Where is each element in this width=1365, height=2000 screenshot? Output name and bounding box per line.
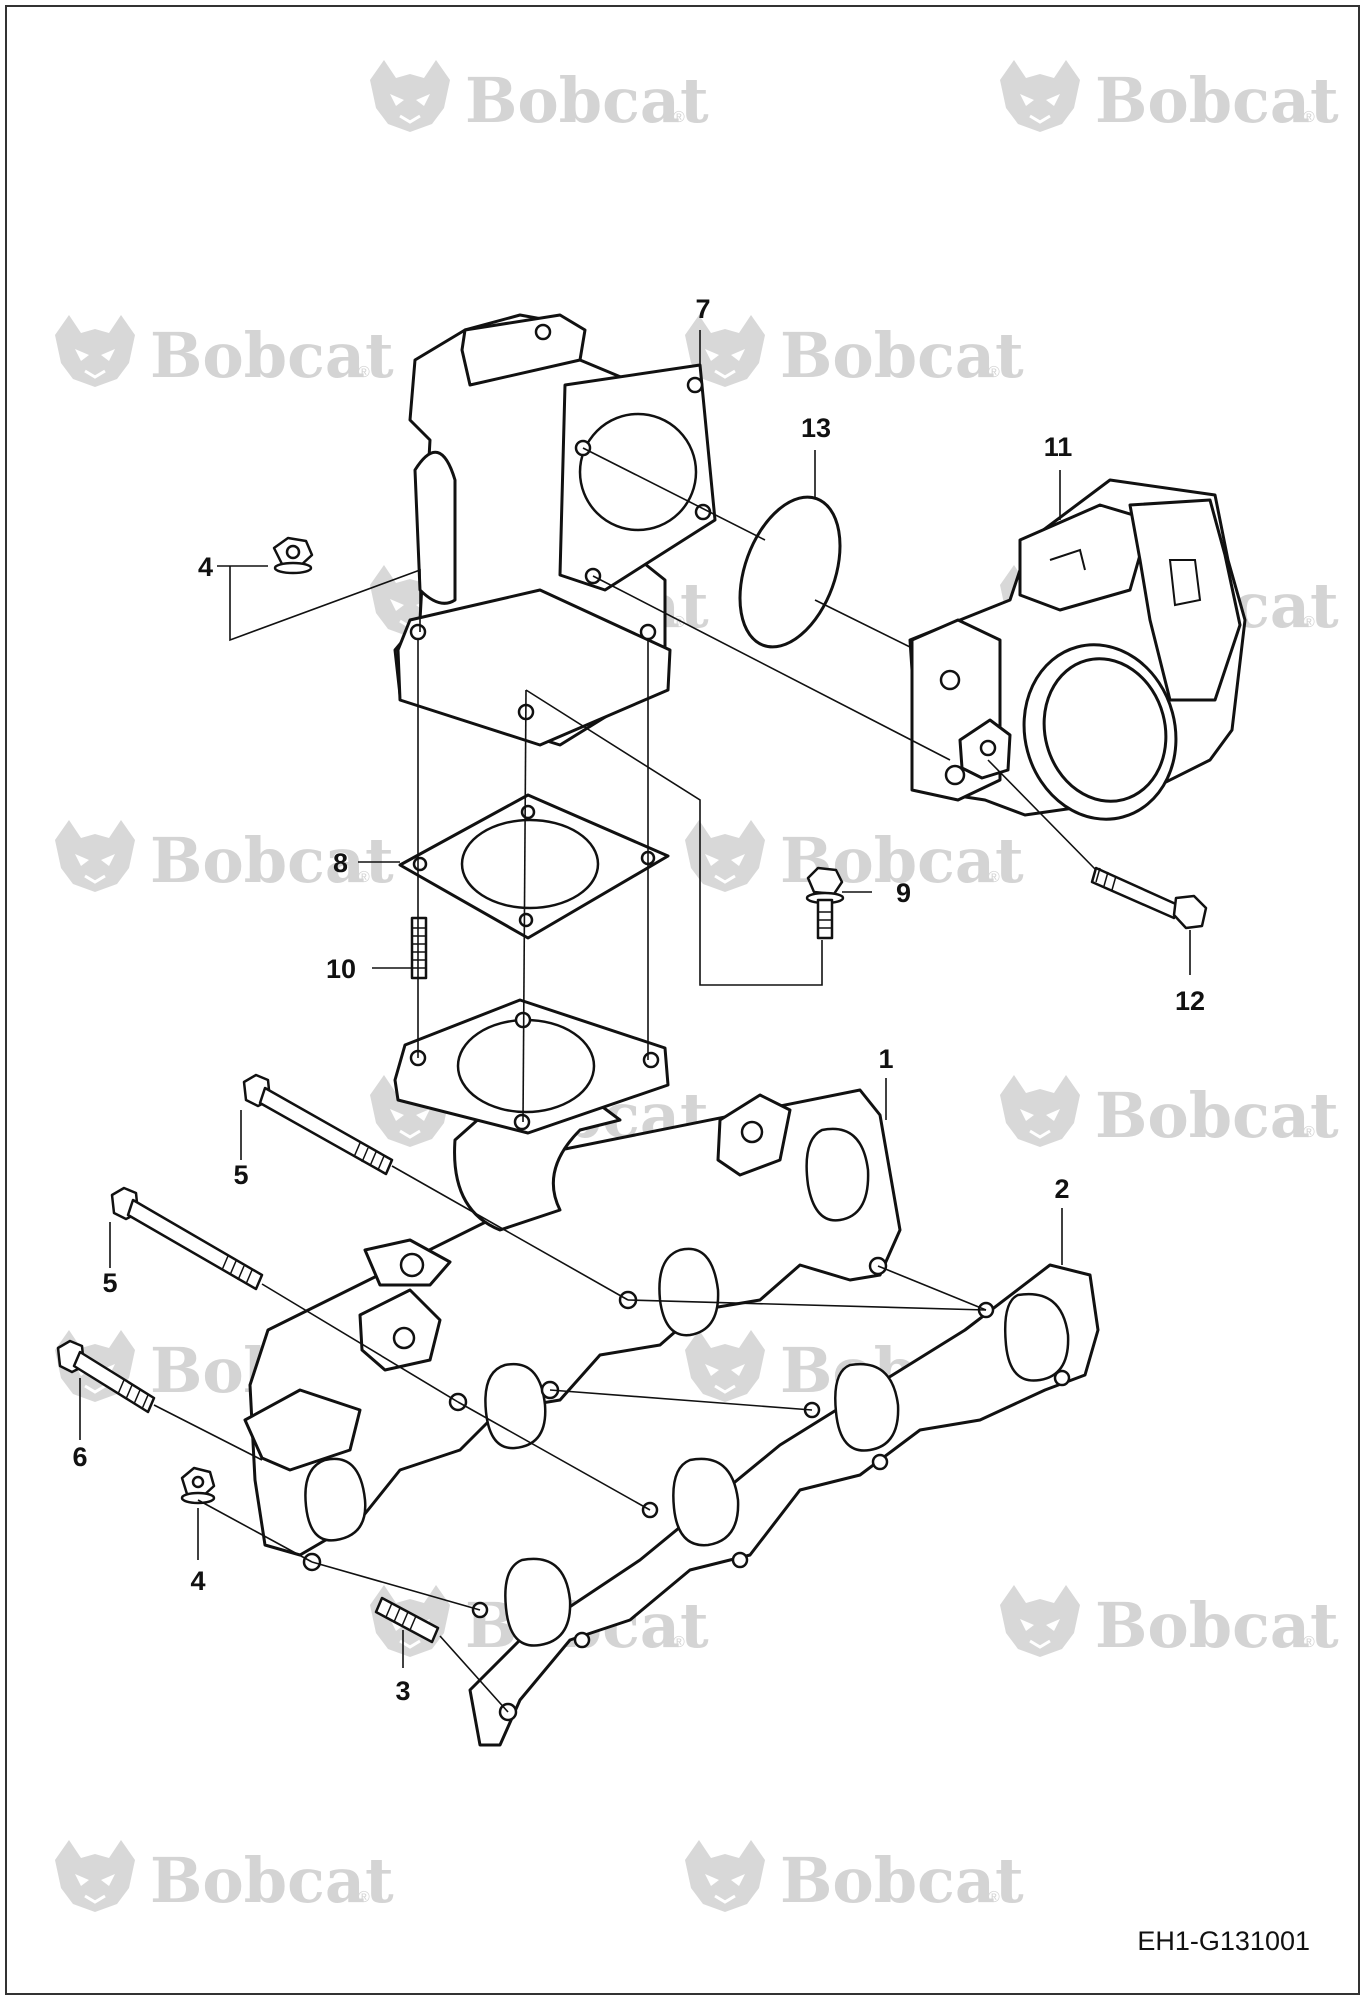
bobcat-logo-icon xyxy=(53,1838,137,1914)
watermark-brand: Bobcat xyxy=(150,824,394,897)
elbow-housing xyxy=(393,313,717,747)
drawing-id: EH1-G131001 xyxy=(1137,1926,1310,1956)
callout-nut-lower[interactable]: 4 xyxy=(190,1566,205,1596)
watermark-mark: ® xyxy=(673,109,685,126)
watermark: Bobcat® xyxy=(998,1073,1339,1152)
callouts: 4 7 13 11 8 9 10 12 1 2 5 5 6 4 3 xyxy=(72,294,1205,1706)
watermark: Bobcat® xyxy=(683,313,1024,392)
bobcat-logo-icon xyxy=(683,818,767,894)
callout-intake-manifold[interactable]: 1 xyxy=(878,1044,893,1074)
callout-leaders xyxy=(79,330,1191,1668)
throttle-body xyxy=(908,478,1247,821)
watermark: Bobcat® xyxy=(683,818,1024,897)
frame-border xyxy=(5,5,1360,1995)
bobcat-logo-icon xyxy=(53,818,137,894)
nut-lower xyxy=(180,1466,216,1505)
callout-bolt-upper[interactable]: 5 xyxy=(233,1160,248,1190)
flange-bolt xyxy=(805,866,845,940)
watermark-mark: ® xyxy=(1303,1634,1315,1651)
watermark-mark: ® xyxy=(358,1889,370,1906)
manifold-gasket xyxy=(468,1263,1100,1747)
watermark-mark: ® xyxy=(1303,109,1315,126)
stud-bolt-upper xyxy=(410,916,428,980)
watermark: Bobcat® xyxy=(998,1583,1339,1662)
callout-stud-bolt-lower[interactable]: 3 xyxy=(395,1676,410,1706)
watermark-brand: Bobcat xyxy=(1095,64,1339,137)
assembly-lines xyxy=(153,447,1097,1713)
bolt-lower xyxy=(56,1339,156,1414)
watermark-mark: ® xyxy=(988,364,1000,381)
watermark-brand: Bobcat xyxy=(150,319,394,392)
bobcat-logo-icon xyxy=(53,313,137,389)
watermark-mark: ® xyxy=(1303,1124,1315,1141)
callout-o-ring[interactable]: 13 xyxy=(801,413,831,443)
watermark: Bobcat® xyxy=(53,313,394,392)
watermark-mark: ® xyxy=(358,869,370,886)
bobcat-logo-icon xyxy=(998,1583,1082,1659)
watermark-brand: Bobcat xyxy=(465,64,709,137)
flange-gasket xyxy=(398,793,670,940)
o-ring xyxy=(738,495,842,649)
callout-nut-upper[interactable]: 4 xyxy=(198,552,213,582)
watermark-brand: Bobcat xyxy=(780,1844,1024,1917)
watermark-mark: ® xyxy=(988,869,1000,886)
bobcat-logo-icon xyxy=(998,58,1082,134)
watermark: Bobcat® xyxy=(53,1838,394,1917)
watermark: Bobcat® xyxy=(998,58,1339,137)
watermark-mark: ® xyxy=(1303,614,1315,631)
callout-flange-gasket[interactable]: 8 xyxy=(333,848,348,878)
stud-bolt-lower xyxy=(374,1596,440,1644)
callout-stud-bolt-upper[interactable]: 10 xyxy=(326,954,356,984)
callout-throttle-bolt[interactable]: 12 xyxy=(1175,986,1205,1016)
throttle-bolt xyxy=(1090,866,1208,930)
watermark-brand: Bobcat xyxy=(1095,1079,1339,1152)
bobcat-logo-icon xyxy=(368,58,452,134)
bobcat-logo-icon xyxy=(683,1838,767,1914)
callout-bolt-middle[interactable]: 5 xyxy=(102,1268,117,1298)
callout-elbow-housing[interactable]: 7 xyxy=(695,294,710,324)
watermark-brand: Bobcat xyxy=(150,1844,394,1917)
watermark-mark: ® xyxy=(988,1889,1000,1906)
watermark-brand: Bobcat xyxy=(780,319,1024,392)
callout-throttle-body[interactable]: 11 xyxy=(1044,432,1073,462)
watermark-layer: Bobcat®Bobcat®Bobcat®Bobcat®Bobcat®Bobca… xyxy=(53,58,1339,1917)
watermark-brand: Bobcat xyxy=(1095,1589,1339,1662)
watermark-mark: ® xyxy=(673,1634,685,1651)
callout-bolt-lower[interactable]: 6 xyxy=(72,1442,87,1472)
watermark-mark: ® xyxy=(358,364,370,381)
watermark: Bobcat® xyxy=(368,58,709,137)
callout-manifold-gasket[interactable]: 2 xyxy=(1054,1174,1069,1204)
intake-manifold xyxy=(243,998,902,1572)
bobcat-logo-icon xyxy=(683,1328,767,1404)
callout-flange-bolt[interactable]: 9 xyxy=(896,878,911,908)
bolt-upper xyxy=(242,1073,394,1176)
bolt-middle xyxy=(110,1186,264,1291)
bobcat-logo-icon xyxy=(998,1073,1082,1149)
watermark: Bobcat® xyxy=(683,1838,1024,1917)
nut-upper xyxy=(272,536,314,575)
watermark: Bobcat® xyxy=(53,818,394,897)
